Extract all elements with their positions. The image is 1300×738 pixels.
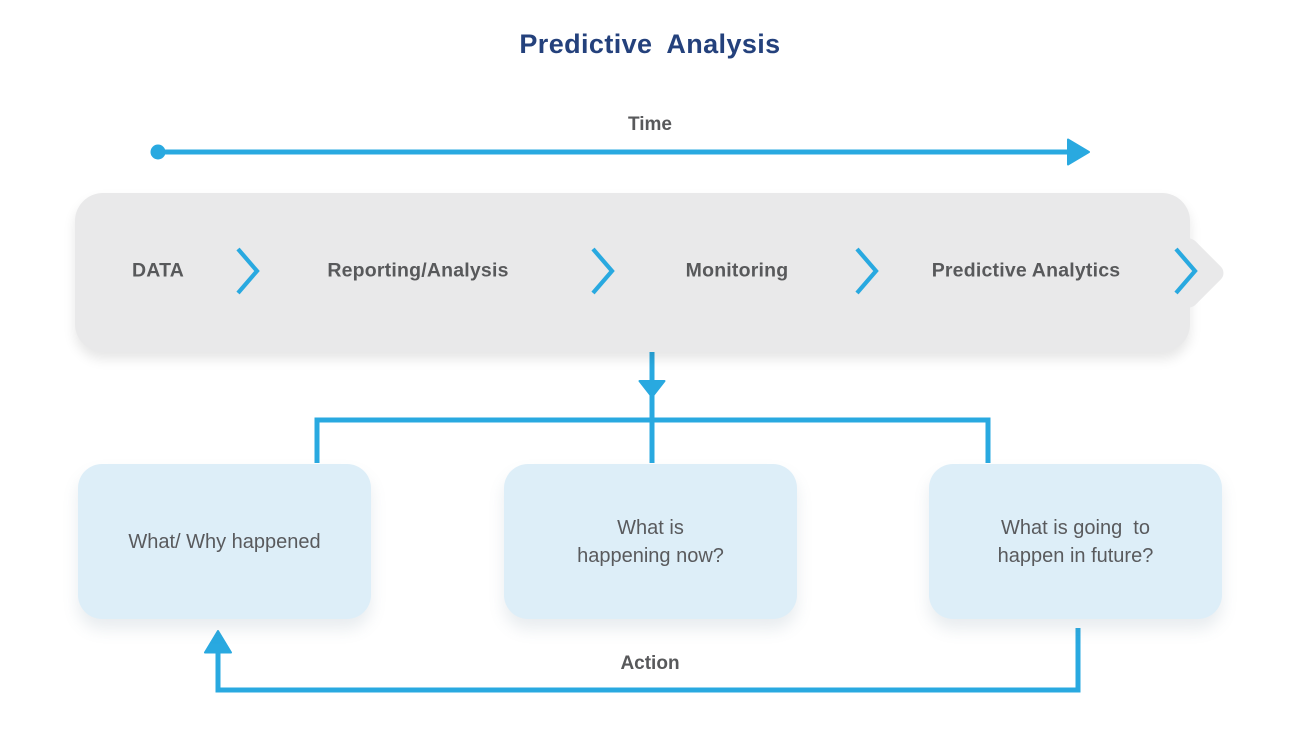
question-text-line1: What is	[617, 516, 684, 539]
chevron-right-icon	[236, 247, 260, 295]
stage-data: DATA	[131, 259, 185, 282]
question-box-present: What is happening now?	[504, 464, 797, 619]
arrow-right-icon	[1067, 138, 1090, 166]
arrow-down-icon	[638, 380, 666, 398]
arrow-up-icon	[204, 630, 232, 654]
stage-monitoring: Monitoring	[685, 259, 789, 282]
time-axis-label: Time	[627, 114, 672, 135]
question-box-past: What/ Why happened	[78, 464, 371, 619]
question-text-line2: happening now?	[577, 544, 724, 567]
chevron-right-icon	[1174, 247, 1198, 295]
action-arrow	[204, 628, 1081, 693]
chevron-right-icon	[855, 247, 879, 295]
stage-predictive-analytics: Predictive Analytics	[931, 259, 1121, 282]
question-text-line2: happen in future?	[997, 544, 1154, 567]
branch-connector	[314, 350, 991, 463]
page-title: Predictive Analysis	[519, 29, 781, 59]
time-arrow	[150, 138, 1090, 166]
pipeline-banner: DATA Reporting/Analysis Monitoring Predi…	[75, 193, 1228, 352]
question-box-future: What is going to happen in future?	[929, 464, 1222, 619]
question-text: What/ Why happened	[128, 530, 321, 553]
chevron-right-icon	[591, 247, 615, 295]
question-text-line1: What is going to	[1001, 516, 1150, 539]
action-feedback-label: Action	[620, 653, 680, 674]
stage-reporting-analysis: Reporting/Analysis	[327, 259, 509, 282]
